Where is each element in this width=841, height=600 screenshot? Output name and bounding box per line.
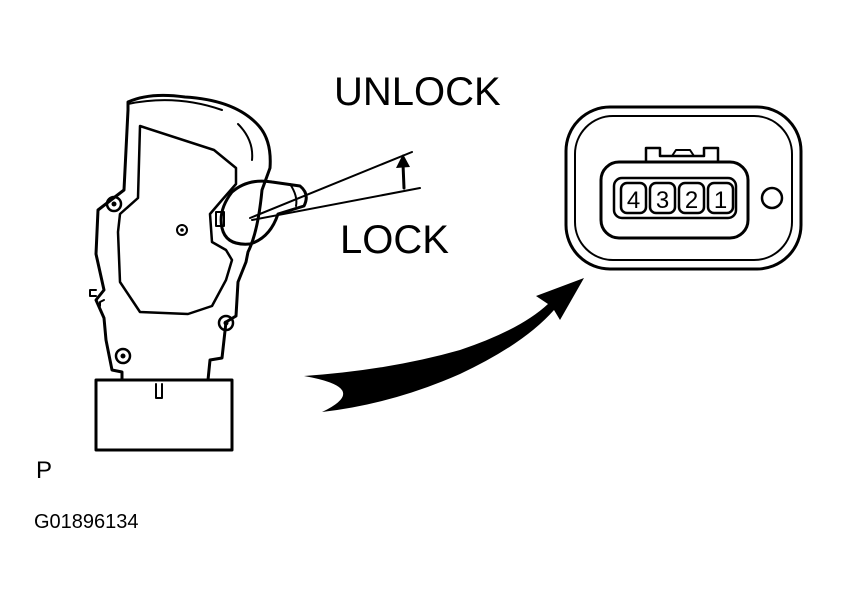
lock-label: LOCK [340,218,449,262]
connector-guide-hole [760,186,784,210]
rotation-arrow-icon [396,154,410,190]
unlock-label: UNLOCK [334,70,501,114]
pin-number: 2 [685,187,698,214]
lock-position-line [251,187,421,221]
lock-lever-edge [289,183,298,207]
connector-block-notch [155,383,163,399]
pin-number: 1 [714,187,727,214]
connector-plug-shell [599,160,750,240]
housing-shading-line [127,99,223,111]
connector-pin-2: 2 [677,181,706,215]
lock-motor-assembly [89,93,308,452]
motor-connector-block [94,378,234,452]
lever-stub [215,211,225,227]
mounting-hole [114,347,132,365]
connector-latch [644,146,720,164]
side-tab [89,289,97,297]
lever-rotation-indicator [249,151,421,221]
mounting-hole [105,195,123,213]
curved-arrow-icon [304,278,584,412]
unlock-position-line [249,151,413,219]
connector-pin-1: 1 [706,181,735,215]
connector-latch-ridge [671,149,695,157]
connector-pin-3: 3 [648,181,677,215]
figure-id-label: G01896134 [34,511,139,533]
mounting-hole [217,314,235,332]
connector-housing-outer [564,105,803,271]
view-code-label: P [36,457,52,484]
motor-housing-inner [116,124,238,316]
housing-shading-line [237,123,254,161]
center-screw [176,224,188,236]
connector-face-view: 4 3 2 1 [564,105,803,271]
pin-number: 3 [656,187,669,214]
connector-pin-frame [612,176,738,220]
connector-pin-4: 4 [619,181,648,215]
connector-housing-inner [574,115,793,261]
side-tab [99,299,105,307]
motor-housing-outline [94,93,272,382]
pin-number: 4 [627,187,640,214]
